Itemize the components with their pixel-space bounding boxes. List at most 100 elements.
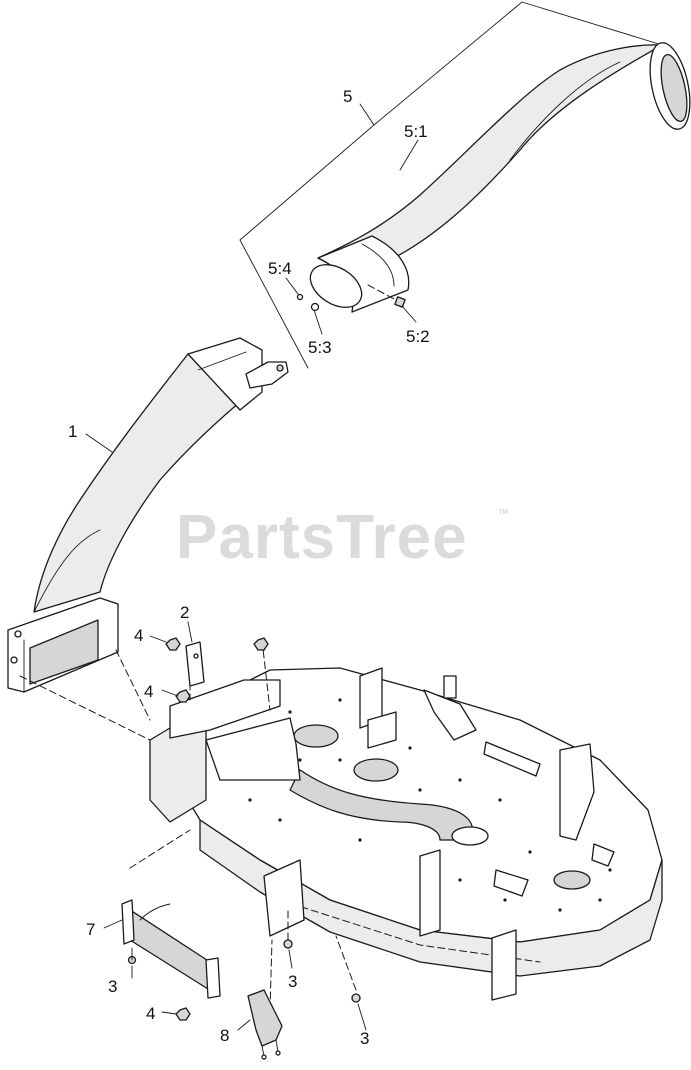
part-8-bolt-head-2 — [275, 1050, 281, 1056]
part-8-bolt-1 — [261, 1045, 265, 1057]
leader-2 — [187, 621, 193, 643]
deck-bracket-rear-left-2 — [367, 711, 397, 749]
deck-spindle-post — [443, 675, 457, 699]
part-7-plate — [123, 905, 217, 995]
chute-1-plate-window — [29, 619, 99, 685]
callout-3c: 3 — [360, 1029, 369, 1048]
deck-bracket-rear-right — [423, 689, 477, 741]
part-8-bolt-head-1 — [261, 1054, 267, 1060]
part-8-bracket — [247, 989, 283, 1060]
callout-1: 1 — [68, 422, 77, 441]
tube-5-1-upper-seam — [509, 61, 621, 161]
leader-5 — [359, 103, 375, 126]
guide-chute-to-deck-1 — [19, 675, 151, 741]
deck-rear-rail — [483, 741, 541, 777]
callout-4c: 4 — [146, 1004, 155, 1023]
screw-3c-head — [351, 993, 361, 1003]
callout-5-2: 5:2 — [406, 327, 430, 346]
part-2-plate — [185, 641, 205, 687]
callout-2: 2 — [180, 603, 189, 622]
part-2-bracket — [185, 641, 205, 687]
part-5-3-rivet — [310, 302, 320, 312]
leader-4c — [161, 1011, 177, 1015]
leader-3b — [288, 949, 293, 969]
callout-5-1: 5:1 — [404, 122, 428, 141]
part-7-left-tab — [121, 899, 135, 945]
leader-5-3 — [313, 309, 323, 335]
assembly-5-bracket-top — [239, 1, 663, 241]
leader-8 — [237, 1019, 251, 1031]
chute-1-curve-seam — [33, 529, 101, 613]
tube-5-1-inlet-mouth — [309, 264, 363, 308]
part-1-discharge-chute — [7, 337, 289, 693]
callout-3b: 3 — [288, 972, 297, 991]
deck-blade-mark-2 — [591, 843, 615, 867]
tube-5-1-body — [317, 44, 663, 277]
leader-7 — [103, 919, 123, 929]
leader-5-2 — [401, 305, 417, 323]
deck-spindle-hole-right — [553, 870, 591, 890]
chute-1-body — [33, 347, 253, 613]
tube-5-1-collar-seam — [361, 243, 395, 287]
callout-4b: 4 — [144, 682, 153, 701]
chute-1-plate-hole — [14, 630, 22, 638]
leader-4b — [161, 689, 179, 697]
guide-chute-to-deck-2 — [115, 649, 151, 721]
part-8-bolt-2 — [275, 1039, 279, 1053]
part-7-deflector — [121, 899, 221, 999]
callout-5: 5 — [343, 87, 352, 106]
chute-1-latch-pin — [276, 364, 284, 372]
part-5-discharge-tube-assembly — [239, 1, 691, 369]
part-4-nuts — [165, 637, 269, 1021]
deck-front-wheel-bracket — [491, 929, 517, 1001]
callout-5-4: 5:4 — [268, 259, 292, 278]
callout-3a: 3 — [108, 977, 117, 996]
deck-side-bracket — [559, 743, 595, 841]
chute-1-collar-seam — [197, 351, 247, 371]
leader-3c — [357, 1003, 367, 1031]
deck-spindle-hole-left — [293, 724, 339, 748]
nut-4b — [175, 689, 191, 703]
nut-4a — [165, 637, 181, 651]
part-8-body — [247, 989, 283, 1047]
watermark-brand: PartsTree — [176, 503, 468, 572]
leader-4a — [149, 635, 167, 643]
part-5-4-washer — [296, 293, 304, 301]
chute-1-plate-hole-2 — [10, 656, 18, 664]
screw-3b-head — [283, 939, 293, 949]
leader-5-1 — [399, 139, 419, 171]
deck-spindle-hub — [451, 826, 489, 846]
part-7-right-tab — [205, 957, 221, 999]
leader-1 — [85, 433, 113, 453]
nut-top-deck — [253, 637, 269, 651]
assembly-5-bracket-bottom — [239, 239, 309, 369]
deck-skirt-seam — [279, 899, 541, 963]
deck-mount-rail — [169, 679, 281, 739]
callout-labels: 5 5:1 5:4 5:2 5:3 1 2 4 4 7 3 3 4 8 3 — [68, 87, 430, 1048]
nut-4c — [175, 1007, 191, 1021]
deck-front-bracket — [419, 849, 441, 937]
part-3-screws — [127, 939, 361, 1003]
guide-part-8 — [269, 939, 273, 1011]
part-7-curve — [139, 903, 171, 921]
part-5-2-leader-dash — [367, 284, 397, 301]
callout-5-3: 5:3 — [308, 338, 332, 357]
mower-deck — [149, 667, 663, 1001]
deck-blade-mark — [493, 869, 529, 897]
part-5-2-clip — [394, 296, 406, 308]
callout-4a: 4 — [134, 626, 143, 645]
callout-8: 8 — [220, 1026, 229, 1045]
watermark-trademark: ™ — [498, 508, 509, 520]
callout-7: 7 — [86, 920, 95, 939]
deck-mount-bracket — [205, 717, 301, 781]
guide-screw-3c — [335, 935, 357, 991]
assembly-guides — [19, 639, 357, 1011]
leader-5-4 — [285, 277, 299, 295]
guide-part-7 — [129, 829, 191, 869]
leader-lines — [85, 103, 419, 1031]
guide-nut-top — [261, 639, 271, 711]
part-2-hole — [193, 653, 199, 659]
deck-spindle-hole-center — [353, 758, 399, 782]
deck-front-left-bracket — [263, 859, 305, 937]
